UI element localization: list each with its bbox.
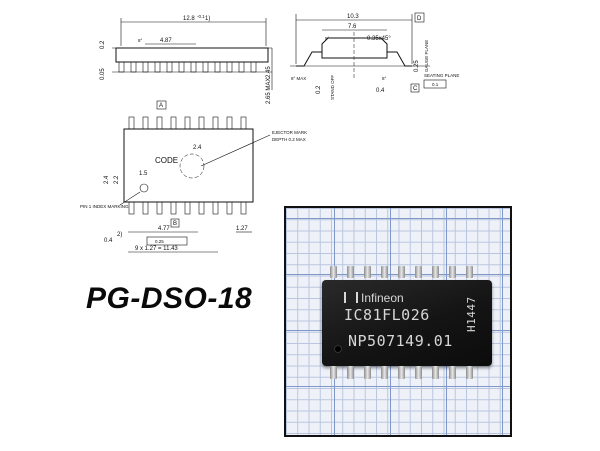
chip-pin [449, 366, 456, 379]
dim-2-4-b: 2.4 [104, 175, 110, 184]
tolerance: 0.25 [155, 239, 164, 244]
chip-pin [449, 266, 456, 278]
infineon-logo: Infineon [344, 291, 404, 305]
chip-photo: Infineon IC81FL026 H1447 NP507149.01 [284, 206, 512, 437]
standoff-label: STAND OFF [330, 75, 335, 100]
dim-0-2-left: 0.2 [100, 40, 106, 49]
chip-pin [398, 366, 405, 379]
chip-pin [381, 366, 388, 379]
chip-pin [466, 266, 473, 278]
chip-pin [432, 366, 439, 379]
ejector-depth: DEPTH 0.2 MAX [272, 137, 306, 142]
side-view: 12.8 -0.1 1) 4.87 8° 0.2 0.05 2.45 2.65 … [100, 14, 273, 104]
chip-pin [364, 266, 371, 278]
package-title: PG-DSO-18 [86, 282, 253, 315]
dim-1-5: 1.5 [139, 171, 148, 177]
chip-pin [347, 266, 354, 278]
dim-chamfer: 0.35x45° [367, 36, 391, 42]
dim-10-3: 10.3 [347, 14, 359, 20]
ejector-mark: EJECTOR MARK [272, 130, 307, 135]
flatness: 0.1 [432, 82, 439, 87]
dim-0-2-standoff: 0.2 [316, 85, 322, 94]
dim-2-45: 2.45 [266, 66, 272, 78]
chip-pin [432, 266, 439, 278]
lot-code: NP507149.01 [348, 332, 453, 350]
dim-0-25: 0.25 [414, 60, 420, 72]
date-code: H1447 [465, 296, 478, 332]
datum-d: D [417, 16, 422, 22]
seating-plane: SEATING PLANE [424, 73, 459, 78]
datum-c: C [413, 86, 418, 92]
chip-pin [381, 266, 388, 278]
dim-7-6: 7.6 [348, 24, 357, 30]
chip-pin [466, 366, 473, 379]
dim-2-2: 2.2 [114, 175, 120, 184]
pin1-dot [335, 346, 341, 352]
infineon-logo-icon [344, 292, 358, 303]
top-view: A CODE 2.4 EJECTOR MARK DEPTH 0.2 MAX 1.… [80, 100, 307, 253]
chip-pin [415, 266, 422, 278]
chip-pin [330, 366, 337, 379]
datum-a: A [159, 103, 163, 109]
chip-pin [347, 366, 354, 379]
end-view: 10.3 D 7.6 0.35x45° 8° 8° MAX 0.2 STAND … [290, 12, 459, 100]
chip-pin [398, 266, 405, 278]
chip-pin [330, 266, 337, 278]
dim-0-4-lead: 0.4 [104, 238, 113, 244]
angle-8-max: 8° MAX [291, 76, 306, 81]
dim-pitch-total: 9 x 1.27 = 11.43 [135, 246, 178, 252]
gauge-plane: GAUGE PLANE [424, 40, 429, 72]
dim-4-77: 4.77 [158, 226, 170, 232]
code-label: CODE [155, 156, 178, 165]
chip-pin [364, 366, 371, 379]
angle-side: 8° [382, 76, 387, 81]
pin1-marking: PIN 1 INDEX MARKING [80, 204, 129, 209]
datum-b: B [173, 221, 177, 227]
dim-body-length-tol: -0.1 [197, 14, 205, 19]
angle-top: 8° [138, 38, 143, 43]
logo-text: Infineon [361, 291, 404, 305]
dim-body-length: 12.8 [183, 16, 195, 22]
dim-2-65-max: 2.65 MAX [266, 78, 272, 104]
note-2: 2) [117, 232, 122, 238]
note-1: 1) [205, 16, 210, 22]
chip-pin [415, 366, 422, 379]
dim-0-4: 0.4 [376, 88, 385, 94]
dim-1-27: 1.27 [236, 226, 248, 232]
dim-2-4: 2.4 [193, 145, 202, 151]
dim-0-05: 0.05 [100, 68, 106, 80]
chip-body [322, 280, 492, 366]
part-number: IC81FL026 [344, 306, 430, 324]
dim-4-87: 4.87 [160, 38, 172, 44]
